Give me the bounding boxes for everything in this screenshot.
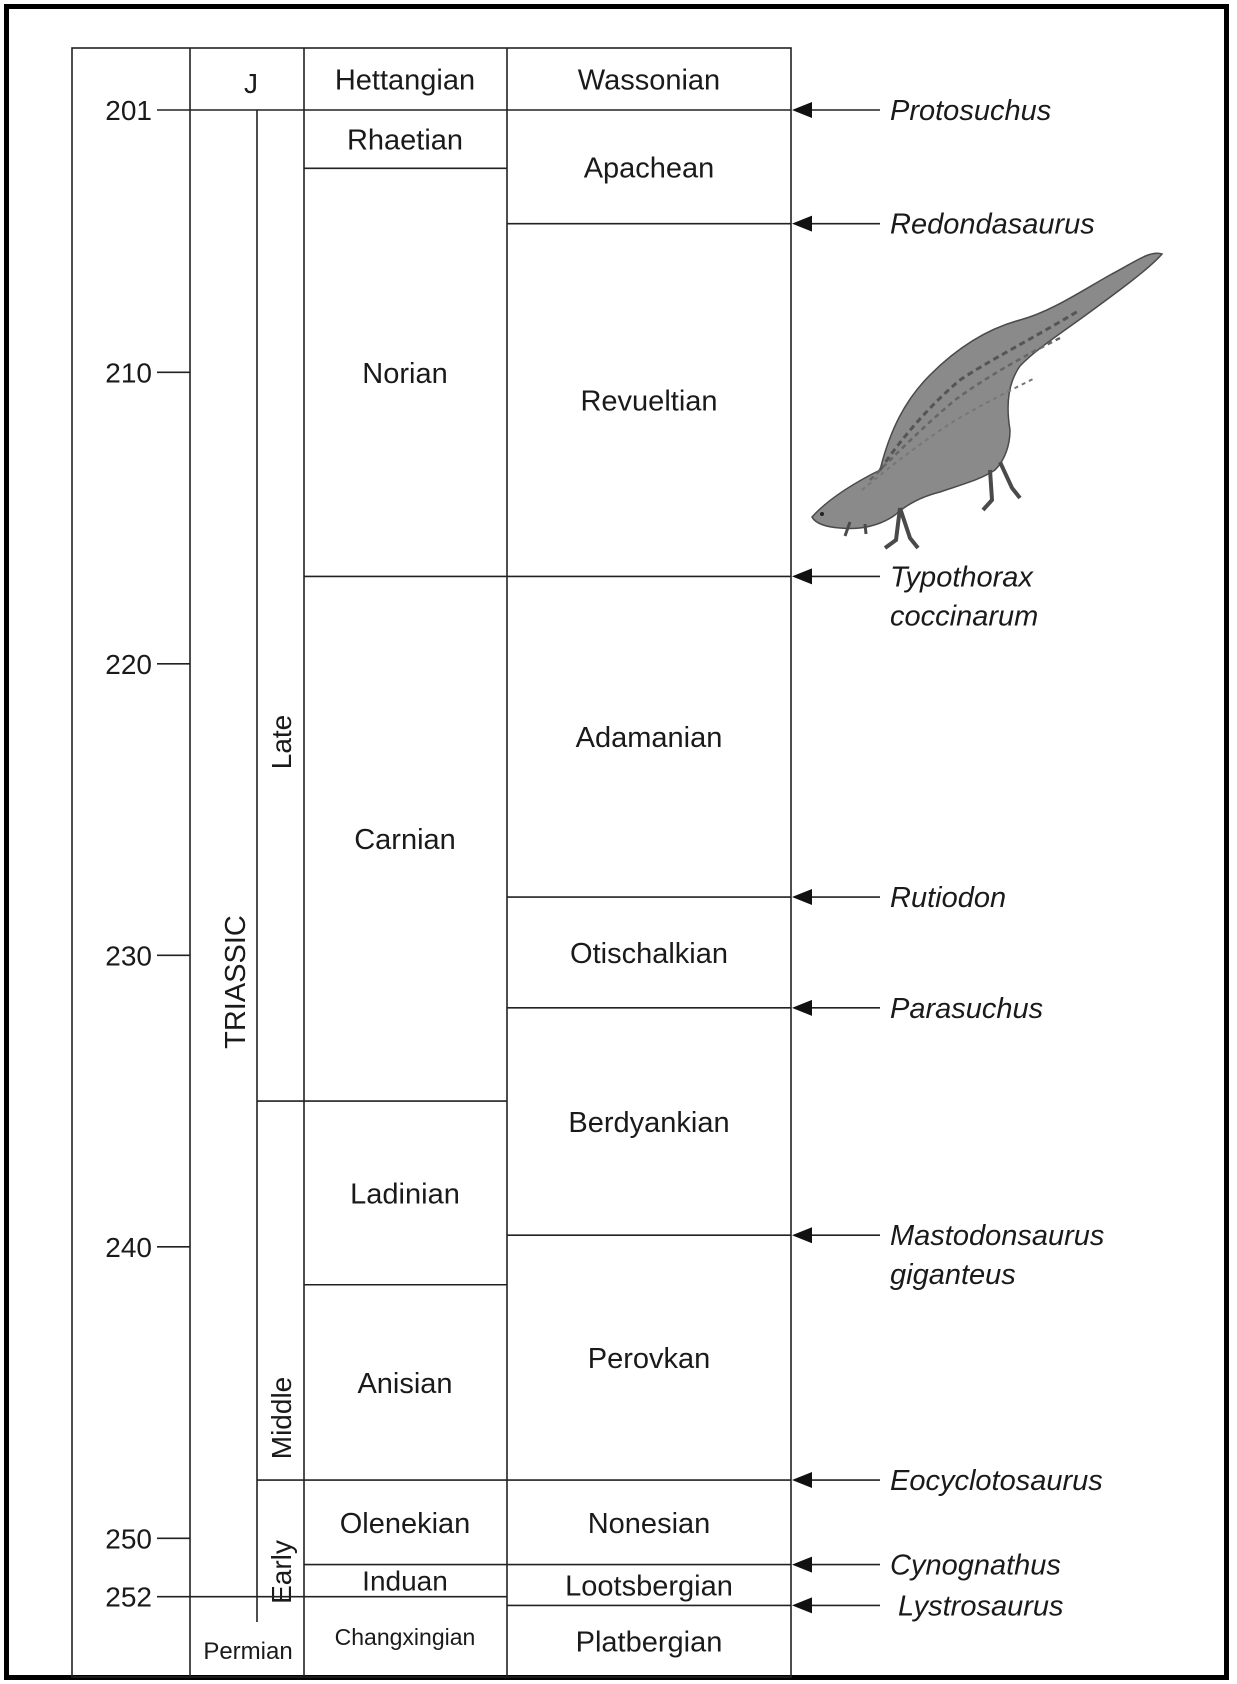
- taxon-label-coccinarum: coccinarum: [890, 600, 1038, 632]
- marker-arrow-lystrosaurus: [792, 1597, 812, 1613]
- lvf-perovkan: Perovkan: [588, 1343, 711, 1375]
- age-tick-label-250: 250: [105, 1523, 152, 1554]
- marker-arrow-redondasaurus: [792, 216, 812, 232]
- age-tick-label-252: 252: [105, 1582, 152, 1613]
- system-label-permian: Permian: [203, 1638, 292, 1665]
- lvf-nonesian: Nonesian: [588, 1508, 711, 1540]
- marker-arrow-rutiodon: [792, 889, 812, 905]
- armored-reptile-icon: [812, 253, 1162, 548]
- stage-column: HettangianRhaetianNorianCarnianLadinianA…: [304, 64, 507, 1650]
- taxon-label-lystrosaurus: Lystrosaurus: [898, 1590, 1064, 1622]
- age-tick-label-240: 240: [105, 1232, 152, 1263]
- stage-rhaetian: Rhaetian: [347, 125, 463, 157]
- taxon-label-giganteus: giganteus: [890, 1259, 1016, 1291]
- age-tick-label-220: 220: [105, 649, 152, 680]
- stage-induan: Induan: [362, 1566, 448, 1597]
- stage-hettangian: Hettangian: [335, 64, 475, 96]
- lvf-otischalkian: Otischalkian: [570, 938, 728, 970]
- lvf-adamanian: Adamanian: [576, 722, 723, 754]
- table-outline: [72, 48, 791, 1677]
- stage-carnian: Carnian: [354, 824, 456, 856]
- timescale-grid: [72, 48, 791, 1677]
- system-label-triassic: TRIASSIC: [220, 915, 252, 1049]
- epoch-label-middle: Middle: [266, 1377, 297, 1459]
- stage-changxingian: Changxingian: [335, 1624, 476, 1650]
- stage-ladinian: Ladinian: [350, 1178, 460, 1210]
- marker-arrow-parasuchus: [792, 1000, 812, 1016]
- marker-arrow-typothorax: [792, 568, 812, 584]
- epoch-label-late: Late: [266, 715, 297, 770]
- taxon-label-typothorax: Typothorax: [890, 561, 1034, 593]
- taxon-label-mastodonsaurus: Mastodonsaurus: [890, 1220, 1104, 1252]
- age-tick-label-210: 210: [105, 357, 152, 388]
- marker-arrow-cynognathus: [792, 1557, 812, 1573]
- lvf-wassonian: Wassonian: [578, 64, 720, 96]
- age-tick-label-201: 201: [105, 95, 152, 126]
- lvf-lootsbergian: Lootsbergian: [565, 1570, 733, 1602]
- stage-olenekian: Olenekian: [340, 1508, 471, 1540]
- lvf-platbergian: Platbergian: [576, 1627, 723, 1659]
- stage-norian: Norian: [362, 358, 447, 390]
- lvf-apachean: Apachean: [584, 152, 715, 184]
- stage-anisian: Anisian: [357, 1368, 452, 1400]
- taxon-label-protosuchus: Protosuchus: [890, 95, 1051, 127]
- taxon-label-eocyclotosaurus: Eocyclotosaurus: [890, 1465, 1103, 1497]
- taxon-label-redondasaurus: Redondasaurus: [890, 209, 1095, 241]
- lvf-berdyankian: Berdyankian: [568, 1107, 729, 1139]
- taxon-label-rutiodon: Rutiodon: [890, 882, 1006, 914]
- age-tick-label-230: 230: [105, 940, 152, 971]
- marker-arrow-mastodonsaurus: [792, 1227, 812, 1243]
- epoch-label-early: Early: [266, 1540, 297, 1604]
- system-label-jurassic: J: [244, 68, 258, 99]
- marker-arrow-eocyclotosaurus: [792, 1472, 812, 1488]
- marker-arrow-protosuchus: [792, 102, 812, 118]
- taxon-label-parasuchus: Parasuchus: [890, 993, 1043, 1025]
- lvf-revueltian: Revueltian: [580, 385, 717, 417]
- lvf-column: WassonianApacheanRevueltianAdamanianOtis…: [507, 64, 791, 1658]
- taxon-label-cynognathus: Cynognathus: [890, 1550, 1061, 1582]
